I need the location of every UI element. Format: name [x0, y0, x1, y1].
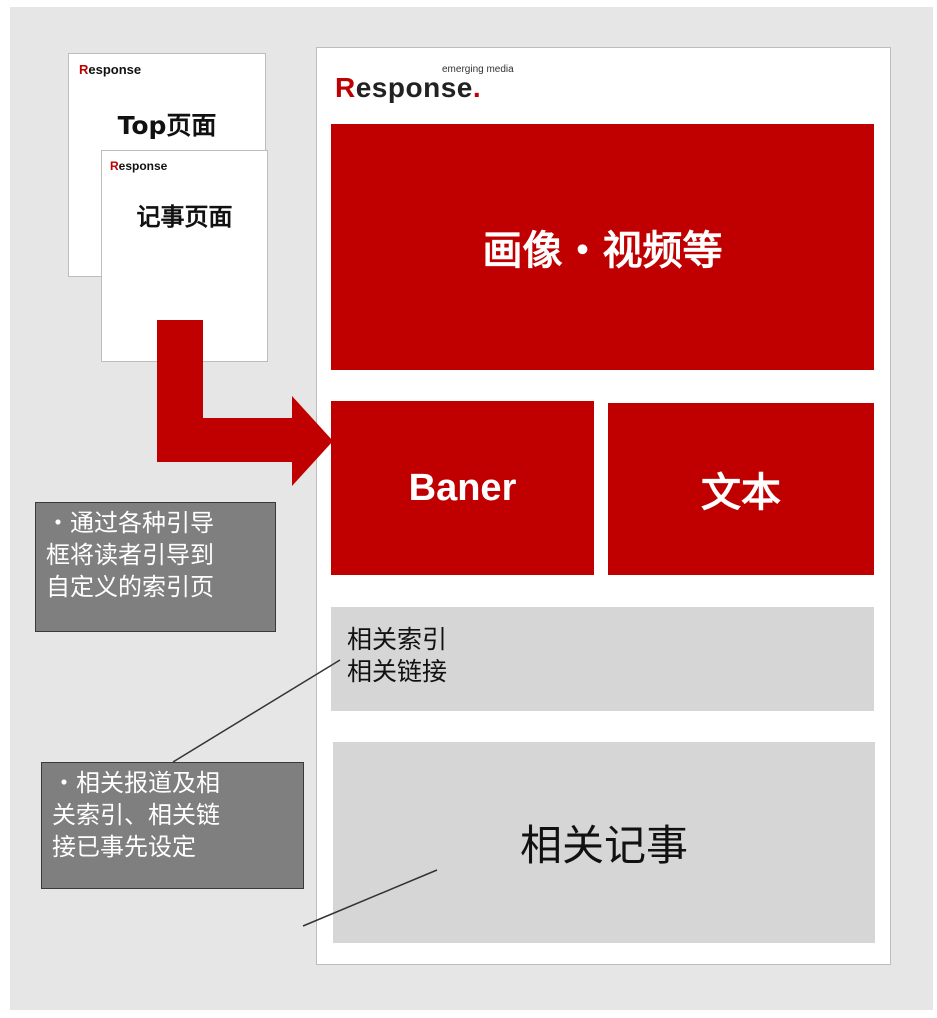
related-links-label: 相关链接 [347, 657, 448, 686]
top-page-logo: Response [79, 62, 142, 77]
response-logo: emerging media Response. [335, 64, 535, 108]
article-page-title: 记事页面 [136, 203, 233, 231]
related-articles-block: 相关记事 [333, 742, 875, 943]
callout-line-index [172, 659, 341, 763]
preset-note: ・相关报道及相 关索引、相关链 接已事先设定 [41, 762, 304, 889]
article-page-logo: Response [110, 159, 168, 173]
article-page-card: Response 记事页面 [101, 150, 268, 362]
text-block: 文本 [608, 403, 874, 575]
logo-tagline: emerging media [442, 64, 514, 75]
banner-block: Baner [331, 401, 594, 575]
callout-line-articles [302, 869, 438, 927]
related-index-label: 相关索引 [347, 625, 448, 654]
logo-dot: . [472, 72, 482, 103]
top-page-title: Top页面 [117, 111, 217, 140]
redirect-arrow [157, 320, 333, 486]
guide-note: ・通过各种引导 框将读者引导到 自定义的索引页 [35, 502, 276, 632]
media-block: 画像・视频等 [331, 124, 874, 370]
logo-initial: R [335, 72, 356, 103]
logo-wordmark: Response. [335, 72, 482, 103]
related-index-block: 相关索引 相关链接 [331, 607, 874, 711]
